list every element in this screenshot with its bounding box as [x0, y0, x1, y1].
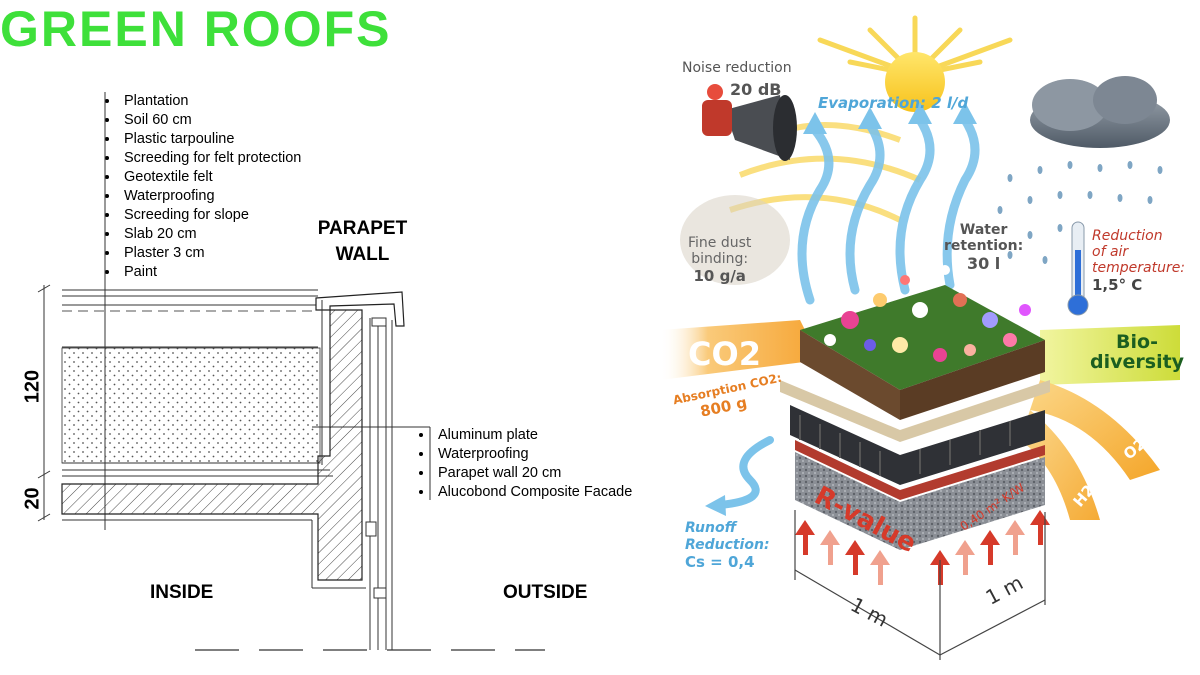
- parapet-wall-label: PARAPET WALL: [317, 218, 408, 265]
- section-drawing: [37, 92, 545, 651]
- roof-layer-list: Plantation Soil 60 cm Plastic tarpouline…: [86, 92, 301, 282]
- evaporation-label: Evaporation: 2 l/d: [818, 94, 969, 112]
- parapet-layer-item: Alucobond Composite Facade: [434, 483, 632, 502]
- layer-item: Plastic tarpouline: [120, 130, 301, 149]
- inside-label: INSIDE: [150, 582, 214, 603]
- layer-item: Plaster 3 cm: [120, 244, 301, 263]
- u-value-label: 0,40 m² K/W: [957, 480, 1028, 534]
- layer-item: Geotextile felt: [120, 168, 301, 187]
- layer-item: Plantation: [120, 92, 301, 111]
- page-title: GREEN ROOFS: [0, 1, 392, 57]
- dimension-120: 120: [21, 369, 44, 404]
- outside-label: OUTSIDE: [503, 582, 588, 603]
- temperature-label: Reduction of air temperature: 1,5° C: [1092, 228, 1186, 294]
- layer-item: Soil 60 cm: [120, 111, 301, 130]
- o2-label: O2: [1119, 434, 1150, 464]
- fine-dust-label: Fine dust binding: 10 g/a: [688, 235, 752, 285]
- noise-value: 20 dB: [730, 80, 782, 99]
- layer-item: Waterproofing: [120, 187, 301, 206]
- dimension-1m-left: 1 m: [846, 592, 892, 632]
- h2o-label: H2O: [1069, 471, 1107, 511]
- biodiversity-label: Bio- diversity: [1090, 331, 1185, 373]
- parapet-layer-item: Parapet wall 20 cm: [434, 464, 632, 483]
- parapet-layer-item: Waterproofing: [434, 445, 632, 464]
- layer-item: Screeding for slope: [120, 206, 301, 225]
- r-value-label: R-value: [809, 480, 921, 560]
- parapet-layer-item: Aluminum plate: [434, 426, 632, 445]
- layer-item: Paint: [120, 263, 301, 282]
- noise-label: Noise reduction: [682, 60, 792, 76]
- dimension-20: 20: [21, 487, 44, 510]
- dimension-1m-right: 1 m: [981, 570, 1027, 610]
- runoff-label: Runoff Reduction: Cs = 0,4: [685, 520, 770, 571]
- layer-item: Screeding for felt protection: [120, 149, 301, 168]
- layer-item: Slab 20 cm: [120, 225, 301, 244]
- co2-symbol: CO2: [688, 335, 761, 373]
- parapet-layer-list: Aluminum plate Waterproofing Parapet wal…: [400, 426, 632, 502]
- water-retention-label: Water retention: 30 l: [944, 222, 1024, 273]
